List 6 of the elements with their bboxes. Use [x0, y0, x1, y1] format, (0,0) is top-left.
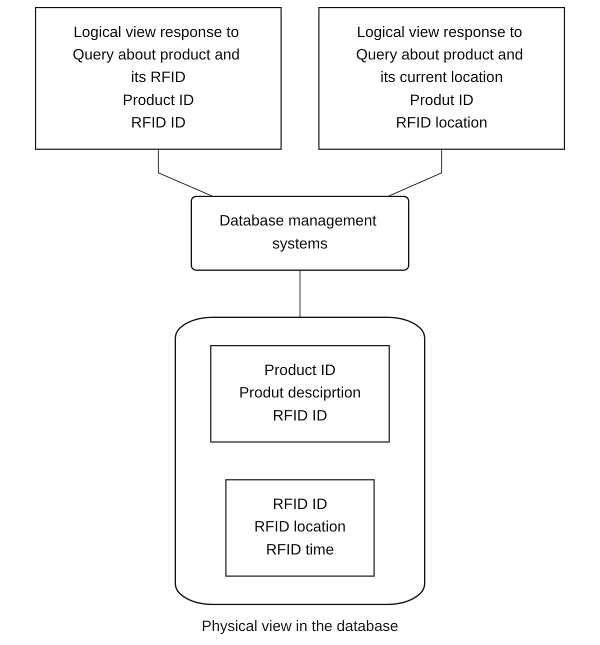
- node-box: Logical view response to Query about product and its RFID Product ID RFID ID: [34, 6, 282, 150]
- node-box: Product ID Produt desciprtion RFID ID: [210, 345, 390, 443]
- node-box: RFID ID RFID location RFID time: [225, 479, 375, 577]
- caption: Physical view in the database: [202, 618, 398, 635]
- cluster: [174, 316, 426, 606]
- node-box: Logical view response to Query about product and its current location Produt ID RFID location: [318, 6, 566, 150]
